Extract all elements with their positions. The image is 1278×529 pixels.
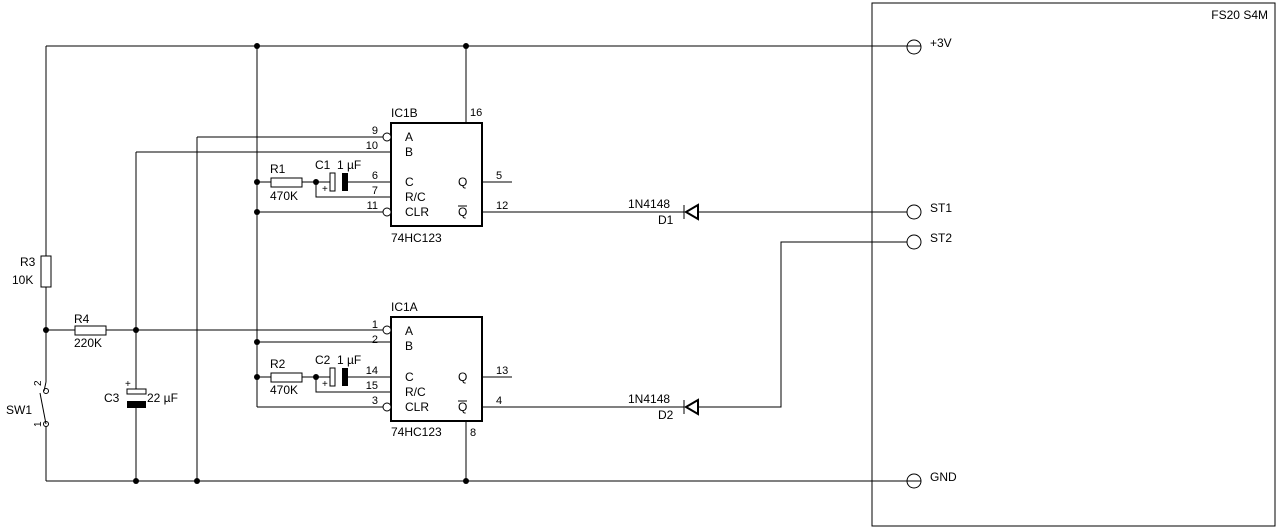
svg-text:4: 4 — [496, 395, 502, 407]
svg-text:+: + — [322, 184, 328, 195]
svg-text:12: 12 — [496, 200, 508, 212]
svg-text:11: 11 — [367, 200, 378, 212]
resistor-r2: R2 470K — [270, 357, 303, 397]
svg-text:Q: Q — [458, 205, 467, 219]
svg-text:R2: R2 — [270, 357, 286, 371]
svg-text:1 µF: 1 µF — [337, 158, 361, 172]
terminal-st2: ST2 — [906, 231, 952, 250]
svg-text:6: 6 — [372, 170, 378, 182]
svg-text:14: 14 — [366, 365, 378, 377]
capacitor-c3: + C3 22 µF — [104, 379, 178, 408]
resistor-r3: R3 10K — [12, 255, 52, 288]
svg-text:74HC123: 74HC123 — [391, 425, 442, 439]
svg-text:IC1A: IC1A — [391, 300, 418, 314]
resistor-r1: R1 470K — [270, 162, 303, 203]
svg-text:10: 10 — [366, 140, 378, 152]
svg-text:Q: Q — [458, 370, 467, 384]
module-title: FS20 S4M — [1211, 8, 1268, 22]
svg-text:A: A — [405, 130, 413, 144]
svg-text:R3: R3 — [20, 255, 36, 269]
switch-sw1: SW1 2 1 — [6, 380, 49, 427]
svg-text:C: C — [405, 370, 414, 384]
svg-text:D1: D1 — [658, 213, 674, 227]
svg-text:Q: Q — [458, 175, 467, 189]
svg-text:1N4148: 1N4148 — [628, 392, 670, 406]
svg-text:+: + — [322, 379, 328, 390]
svg-text:GND: GND — [930, 470, 957, 484]
svg-text:7: 7 — [372, 185, 378, 197]
wires — [45, 45, 921, 482]
svg-text:C1: C1 — [315, 158, 331, 172]
svg-text:CLR: CLR — [405, 205, 429, 219]
resistor-r4: R4 220K — [74, 312, 107, 350]
svg-text:ST2: ST2 — [930, 231, 952, 245]
junction-dots — [43, 43, 469, 484]
svg-text:+3V: +3V — [930, 36, 952, 50]
svg-text:1N4148: 1N4148 — [628, 197, 670, 211]
svg-text:B: B — [405, 145, 413, 159]
svg-text:C2: C2 — [315, 353, 331, 367]
svg-text:9: 9 — [372, 125, 378, 137]
svg-text:5: 5 — [496, 170, 502, 182]
svg-text:B: B — [405, 339, 413, 353]
svg-text:CLR: CLR — [405, 400, 429, 414]
svg-text:470K: 470K — [270, 189, 298, 203]
capacitor-c1: + C1 1 µF — [315, 158, 361, 195]
svg-text:ST1: ST1 — [930, 201, 952, 215]
svg-text:22 µF: 22 µF — [147, 391, 178, 405]
svg-text:16: 16 — [470, 107, 482, 119]
ic1b: IC1B 74HC123 A B C R/C CLR Q Q 9 10 6 7 … — [366, 106, 509, 245]
terminal-gnd: GND — [906, 470, 957, 489]
svg-text:1: 1 — [372, 319, 378, 331]
svg-text:R4: R4 — [74, 312, 90, 326]
svg-text:D2: D2 — [658, 408, 674, 422]
svg-text:2: 2 — [372, 334, 378, 346]
svg-text:470K: 470K — [270, 383, 298, 397]
diode-d2: 1N4148 D2 — [628, 392, 699, 422]
terminal-st1: ST1 — [906, 201, 952, 220]
svg-text:C: C — [405, 175, 414, 189]
fs20-module-box — [871, 2, 1276, 527]
svg-text:220K: 220K — [74, 336, 102, 350]
svg-text:2: 2 — [33, 380, 44, 386]
diode-d1: 1N4148 D1 — [628, 197, 699, 227]
svg-text:IC1B: IC1B — [391, 106, 418, 120]
capacitor-c2: + C2 1 µF — [315, 353, 361, 390]
svg-text:R/C: R/C — [405, 385, 426, 399]
svg-text:Q: Q — [458, 400, 467, 414]
svg-text:15: 15 — [366, 380, 378, 392]
svg-text:1: 1 — [33, 421, 44, 427]
svg-text:1 µF: 1 µF — [337, 353, 361, 367]
svg-text:74HC123: 74HC123 — [391, 231, 442, 245]
svg-text:C3: C3 — [104, 391, 120, 405]
ic1a: IC1A 74HC123 A B C R/C CLR Q Q 1 2 14 15… — [366, 300, 509, 439]
svg-text:SW1: SW1 — [6, 403, 32, 417]
svg-text:A: A — [405, 324, 413, 338]
svg-text:13: 13 — [496, 365, 508, 377]
terminal-vcc: +3V — [906, 36, 952, 55]
svg-text:8: 8 — [470, 427, 476, 439]
svg-text:3: 3 — [372, 395, 378, 407]
svg-text:R/C: R/C — [405, 190, 426, 204]
svg-text:R1: R1 — [270, 162, 286, 176]
svg-text:+: + — [125, 379, 131, 390]
svg-text:10K: 10K — [12, 273, 33, 287]
